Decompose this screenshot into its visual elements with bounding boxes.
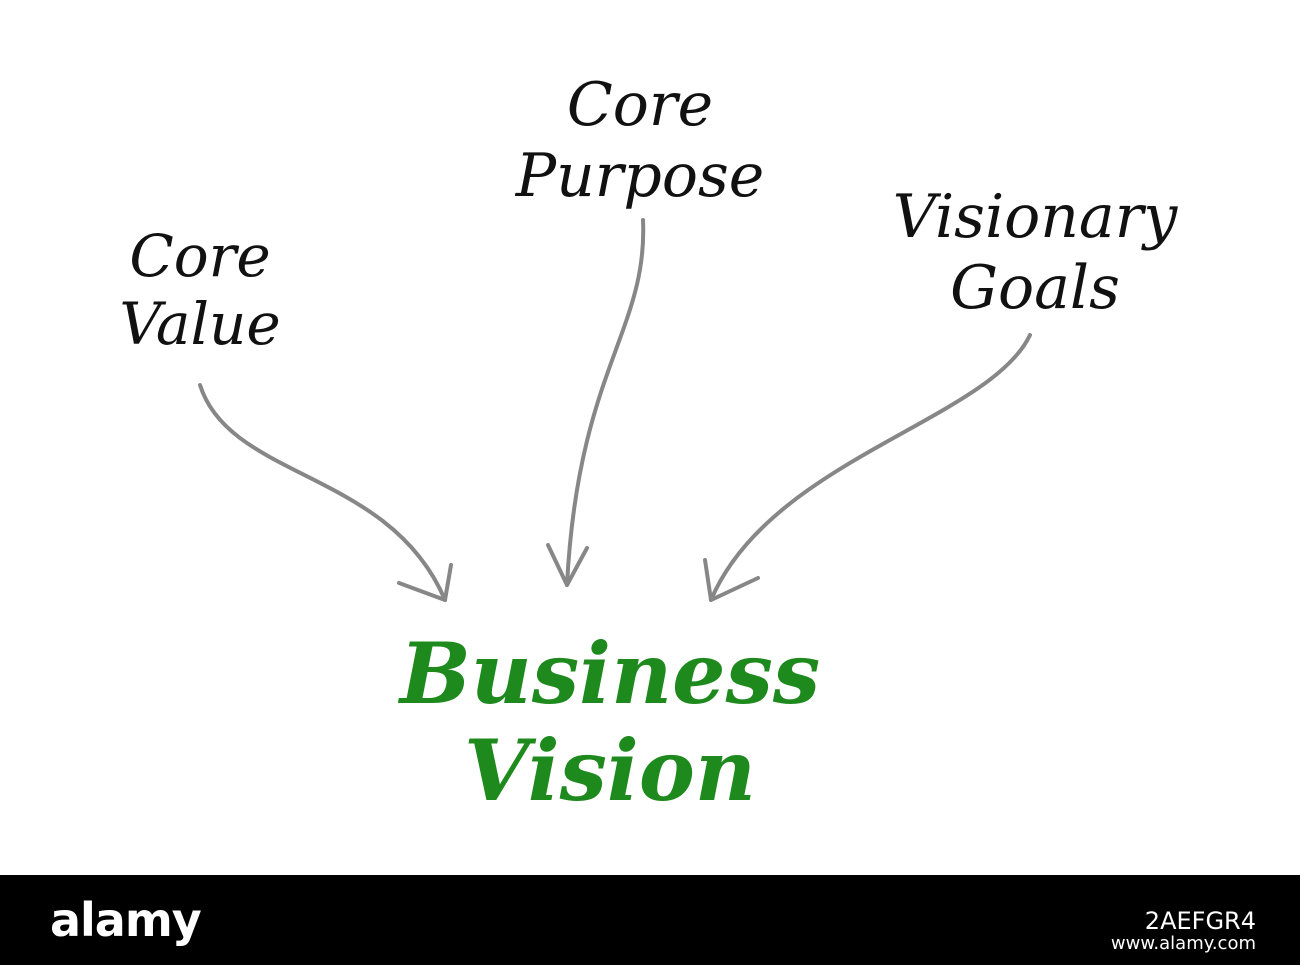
label-visionary-goals: Visionary Goals [830, 182, 1240, 324]
image-id-label: 2AEFGR4 [1144, 907, 1256, 935]
label-core-purpose-line-1: Core [566, 70, 714, 140]
arrow-core-value-to-business-vision [198, 383, 453, 602]
label-visionary-goals-line-1: Visionary [892, 182, 1178, 252]
arrow-visionary-goals-to-business-vision [703, 333, 1032, 602]
label-visionary-goals-line-2: Goals [950, 252, 1120, 323]
label-business-vision-line-1: Business [399, 624, 821, 723]
label-core-purpose-line-2: Purpose [515, 140, 765, 211]
watermark-footer-bar: alamy 2AEFGR4 www.alamy.com [0, 875, 1300, 965]
label-core-purpose: Core Purpose [470, 70, 810, 212]
label-core-value: Core Value [60, 222, 340, 359]
alamy-logo: alamy [50, 893, 202, 947]
site-url-label: www.alamy.com [1110, 933, 1256, 954]
label-business-vision-line-2: Vision [464, 721, 756, 821]
arrow-core-purpose-to-business-vision [546, 218, 646, 587]
label-business-vision: Business Vision [340, 625, 880, 820]
label-core-value-line-1: Core [129, 222, 271, 290]
label-core-value-line-2: Value [119, 290, 281, 359]
